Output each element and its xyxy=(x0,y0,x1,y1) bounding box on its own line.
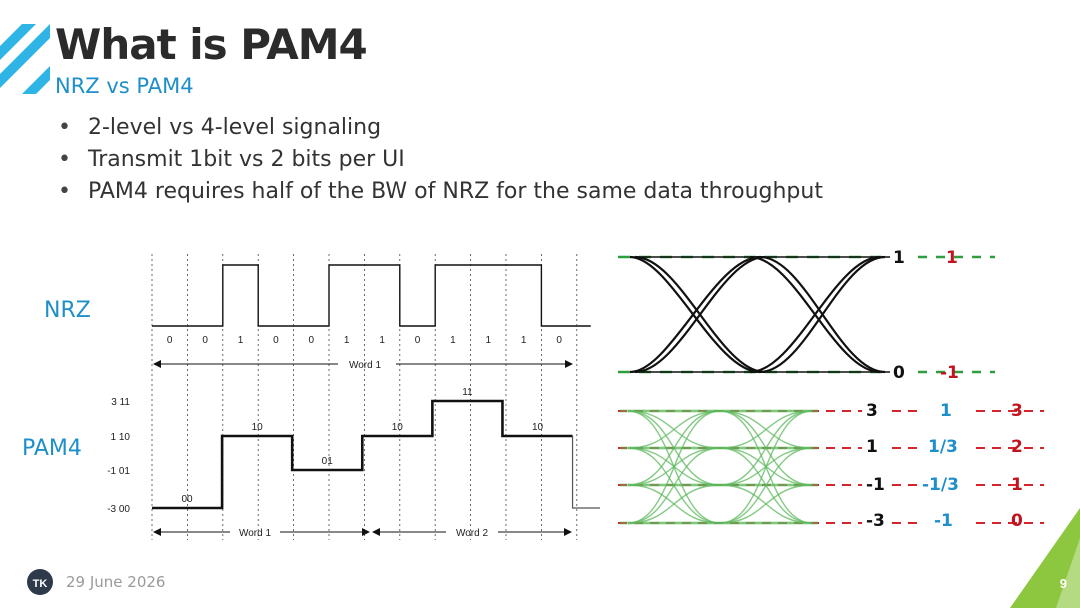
pam4-eye-label-1: 1 xyxy=(866,437,878,457)
nrz-eye-red-label-1: 1 xyxy=(946,248,958,268)
nrz-bit-labels: 0 0 1 0 0 1 1 0 1 1 1 0 xyxy=(167,335,562,346)
slide-subtitle: NRZ vs PAM4 xyxy=(55,74,194,98)
company-logo-icon: TK xyxy=(27,569,53,595)
bullet-list: 2-level vs 4-level signaling Transmit 1b… xyxy=(58,112,823,208)
pam4-eye-blue-minus1: -1 xyxy=(934,511,953,531)
nrz-bit-label: 0 xyxy=(202,335,208,346)
pam4-eye-label-3: 3 xyxy=(866,401,878,421)
pam4-symbol-label: 10 xyxy=(532,422,544,433)
nrz-bit-label: 1 xyxy=(486,335,492,346)
nrz-trace xyxy=(152,264,591,327)
nrz-bit-label: 0 xyxy=(556,335,562,346)
pam4-symbol-label: 00 xyxy=(181,494,193,505)
pam4-level-label: -3 00 xyxy=(107,504,130,515)
pam4-word1-waveform xyxy=(152,399,573,510)
nrz-eye-traces xyxy=(629,255,890,374)
pam4-eye-diagram: 3 1 3 1 1/3 2 -1 -1/3 1 -3 -1 0 xyxy=(618,401,1044,531)
pam4-word-arrows: Word 1 Word 2 xyxy=(153,528,572,539)
pam4-eye-reference-lines xyxy=(618,410,1044,524)
nrz-bit-label: 1 xyxy=(450,335,456,346)
corner-accent xyxy=(1010,508,1080,608)
pam4-eye-blue-1-3: 1/3 xyxy=(928,437,958,457)
pam4-eye-red-2: 2 xyxy=(1011,437,1023,457)
nrz-bit-label: 0 xyxy=(309,335,315,346)
pam4-eye-red-0: 0 xyxy=(1011,511,1023,531)
pam4-eye-red-1: 1 xyxy=(1011,475,1023,495)
pam4-eye-traces xyxy=(620,409,818,525)
logo-stripes xyxy=(0,24,50,94)
nrz-eye-reference-lines xyxy=(618,255,995,374)
svg-text:TK: TK xyxy=(33,578,48,590)
nrz-waveform-line xyxy=(152,264,591,327)
page-number: 9 xyxy=(1059,576,1067,591)
nrz-word-label: Word 1 xyxy=(349,360,381,371)
pam4-eye-red-3: 3 xyxy=(1011,401,1023,421)
pam4-symbol-label: 11 xyxy=(462,387,473,398)
nrz-eye-label-1: 1 xyxy=(893,248,905,268)
bullet-item: 2-level vs 4-level signaling xyxy=(58,112,823,144)
nrz-eye-red-label-minus1: -1 xyxy=(940,363,959,383)
nrz-label: NRZ xyxy=(44,298,91,323)
nrz-eye-label-0: 0 xyxy=(893,363,905,383)
pam4-eye-label-minus1: -1 xyxy=(866,475,885,495)
nrz-bit-label: 0 xyxy=(415,335,421,346)
slide-title: What is PAM4 xyxy=(55,20,368,69)
pam4-word2-label: Word 2 xyxy=(456,528,488,539)
pam4-symbol-label: 10 xyxy=(252,422,264,433)
nrz-bit-label: 0 xyxy=(273,335,279,346)
pam4-word1-label: Word 1 xyxy=(239,528,271,539)
pam4-level-label: 3 11 xyxy=(111,397,130,408)
nrz-bit-label: 1 xyxy=(344,335,350,346)
nrz-bit-label: 0 xyxy=(167,335,173,346)
nrz-bit-label: 1 xyxy=(238,335,244,346)
pam4-level-label: -1 01 xyxy=(107,466,130,477)
ui-gridlines xyxy=(151,254,578,540)
pam4-level-label: 1 10 xyxy=(111,432,131,443)
nrz-bit-label: 1 xyxy=(521,335,527,346)
pam4-level-labels: 3 11 1 10 -1 01 -3 00 xyxy=(107,397,130,515)
pam4-label: PAM4 xyxy=(22,436,82,461)
pam4-symbol-label: 01 xyxy=(322,456,334,467)
nrz-eye-diagram: 1 1 0 -1 xyxy=(618,248,995,383)
footer-date: 29 June 2026 xyxy=(66,573,166,591)
pam4-eye-labels: 3 1 3 1 1/3 2 -1 -1/3 1 -3 -1 0 xyxy=(866,401,1023,531)
nrz-bit-label: 1 xyxy=(379,335,385,346)
pam4-symbol-label: 10 xyxy=(392,422,404,433)
pam4-symbol-labels: 00 10 01 10 11 10 xyxy=(181,387,543,505)
pam4-eye-blue-minus1-3: -1/3 xyxy=(922,475,959,495)
bullet-item: Transmit 1bit vs 2 bits per UI xyxy=(58,144,823,176)
bullet-item: PAM4 requires half of the BW of NRZ for … xyxy=(58,176,823,208)
pam4-eye-label-minus3: -3 xyxy=(866,511,885,531)
pam4-eye-blue-1: 1 xyxy=(940,401,952,421)
pam4-trace xyxy=(152,399,600,510)
nrz-word-arrow: Word 1 xyxy=(153,360,573,371)
